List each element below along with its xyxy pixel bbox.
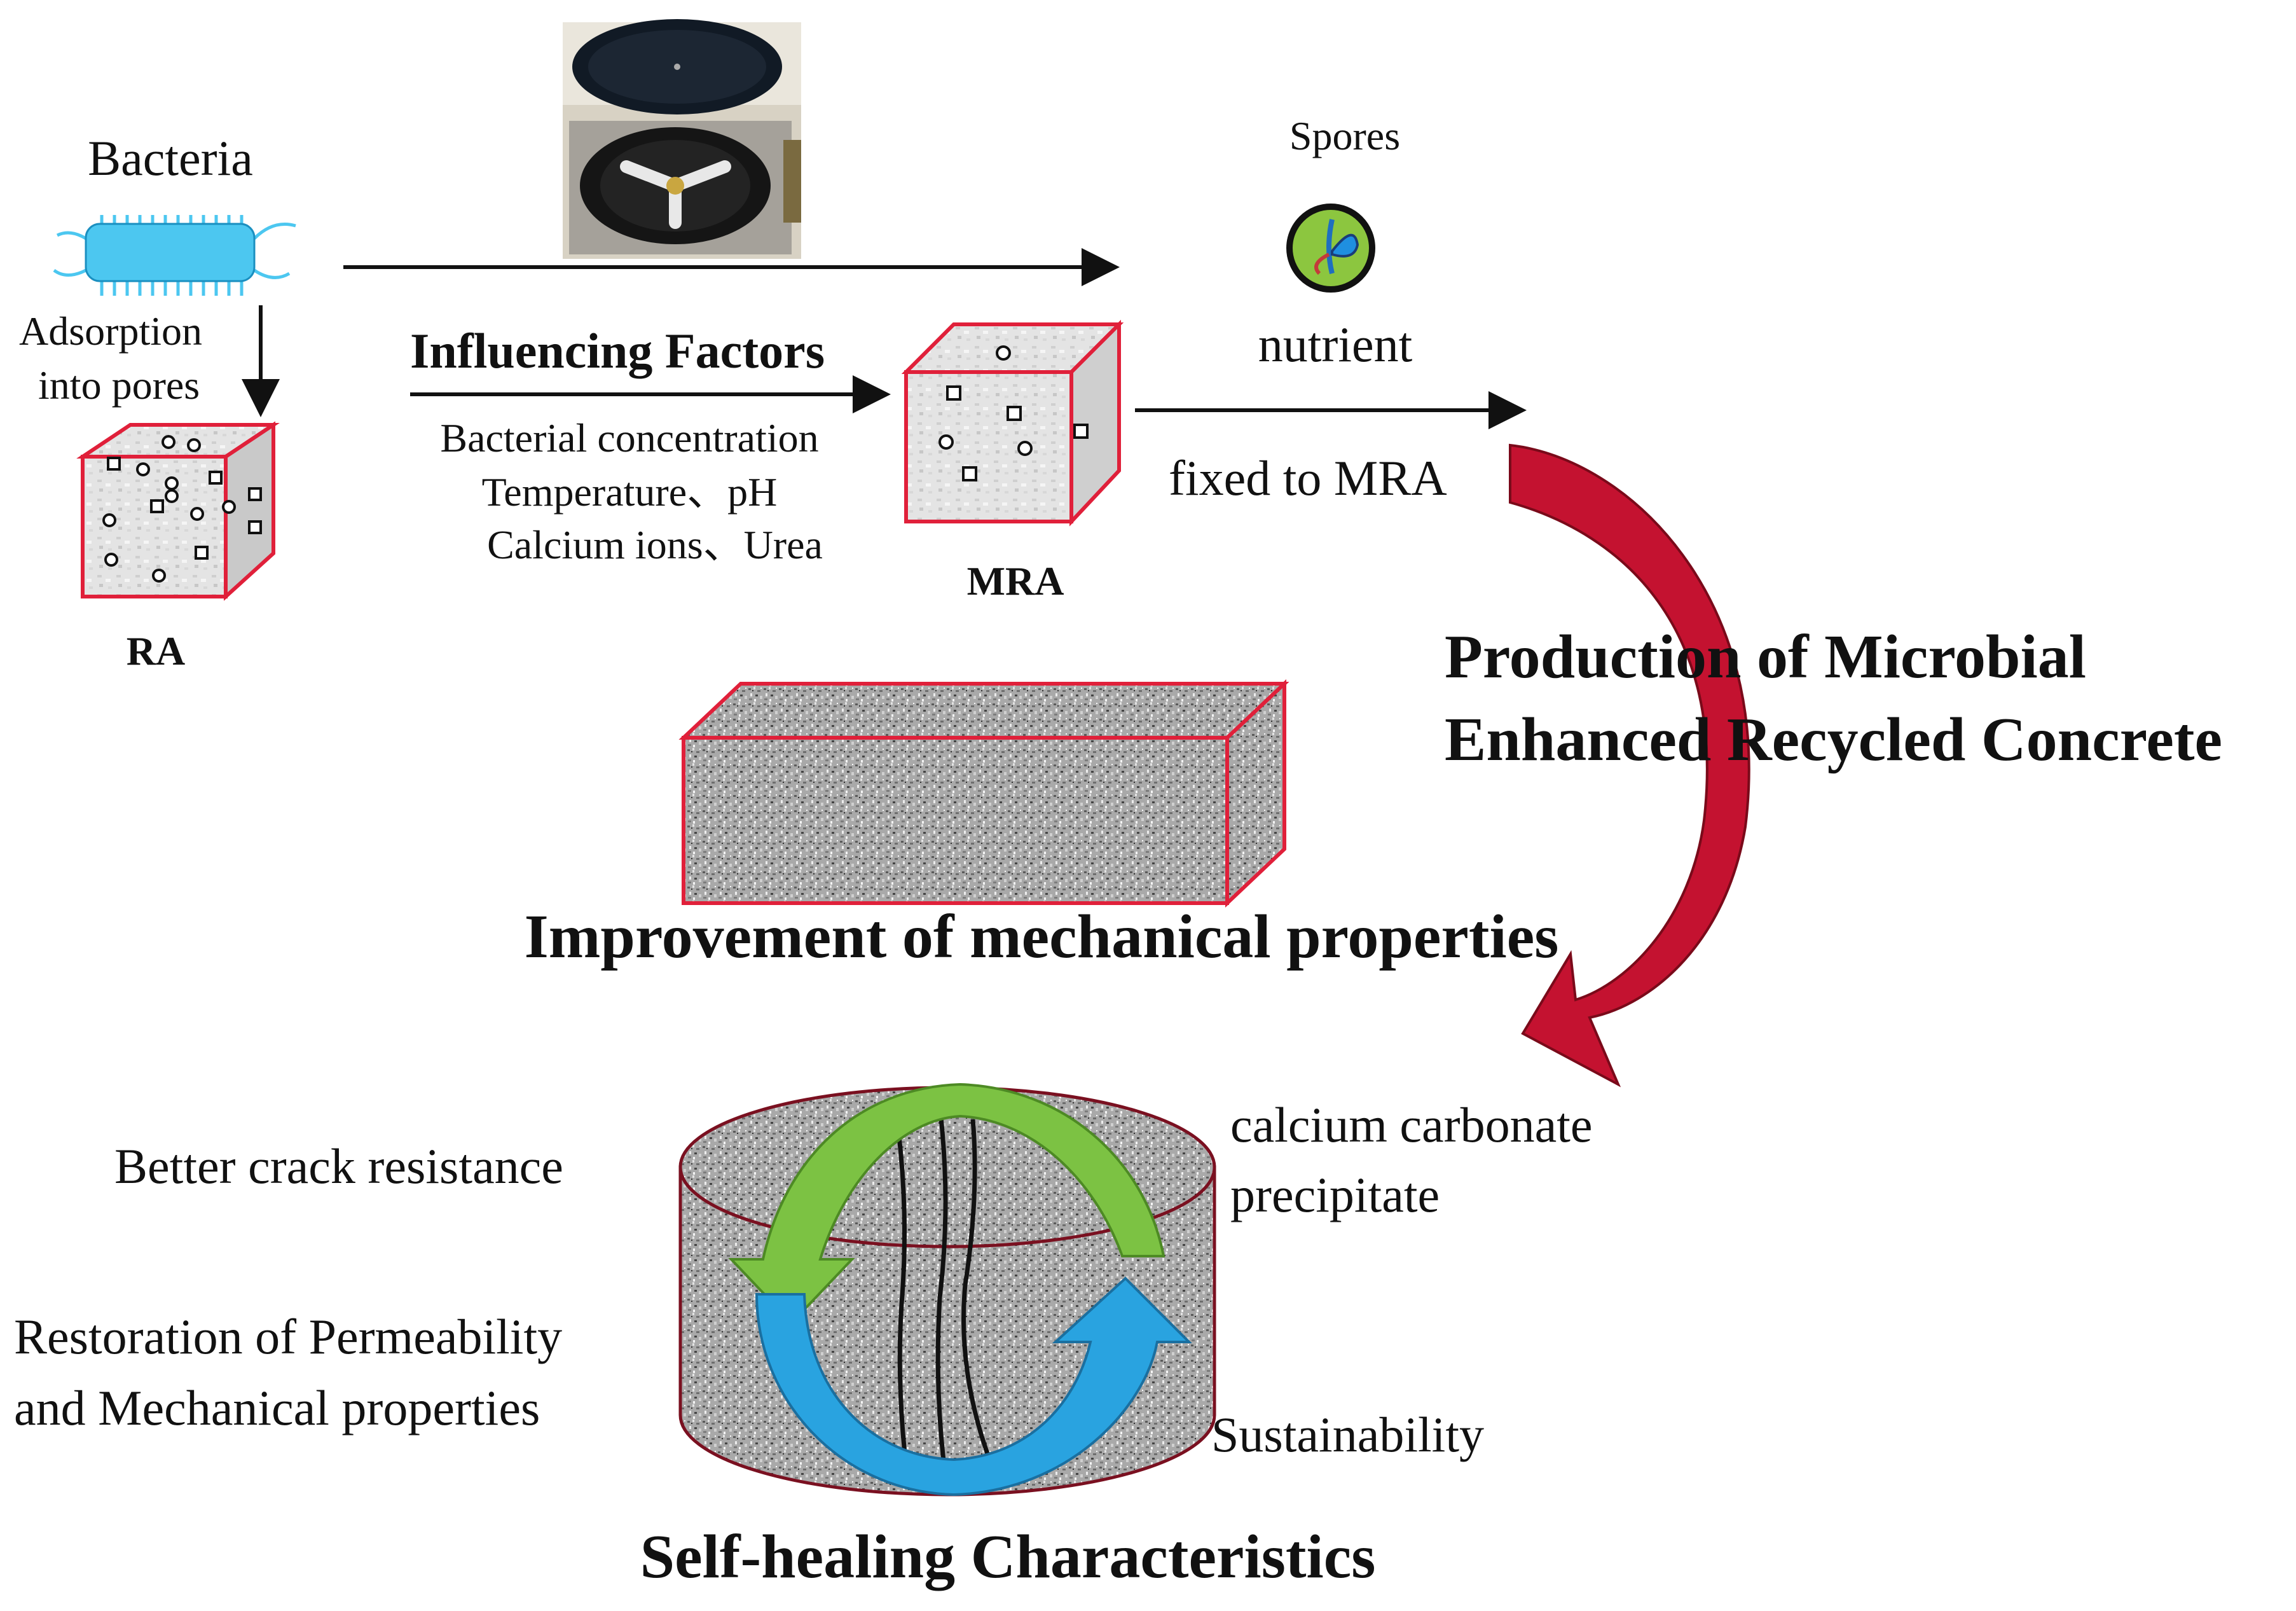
bacteria-icon <box>53 215 296 296</box>
adsorption-label-line2: into pores <box>38 363 200 408</box>
crack-resistance-label: Better crack resistance <box>114 1138 563 1194</box>
crack-lines <box>894 1116 994 1467</box>
sustainability-label: Sustainability <box>1211 1407 1484 1462</box>
restoration-label-line2: and Mechanical properties <box>14 1380 540 1435</box>
spores-label: Spores <box>1289 113 1400 158</box>
mra-cube <box>901 319 1124 527</box>
calcium-carbonate-label-line2: precipitate <box>1230 1167 1440 1222</box>
mra-label: MRA <box>967 558 1064 604</box>
nutrient-label: nutrient <box>1258 317 1413 372</box>
ra-cube <box>76 421 280 601</box>
bacteria-label: Bacteria <box>88 130 253 186</box>
factor-calcium-urea: Calcium ions、Urea <box>487 522 823 567</box>
factor-temperature-ph: Temperature、pH <box>482 469 778 515</box>
spore-icon <box>1286 204 1375 293</box>
production-label-line2: Enhanced Recycled Concrete <box>1445 705 2222 774</box>
influencing-factors-title: Influencing Factors <box>410 323 825 378</box>
calcium-carbonate-label-line1: calcium carbonate <box>1230 1097 1593 1152</box>
self-healing-label: Self-healing Characteristics <box>640 1523 1376 1591</box>
concrete-beam <box>678 679 1289 908</box>
ra-label: RA <box>127 628 185 674</box>
restoration-label-line1: Restoration of Permeability <box>14 1309 562 1364</box>
centrifuge-photo <box>563 19 801 259</box>
adsorption-label-line1: Adsorption <box>19 308 202 354</box>
production-arrow <box>1509 443 1750 1088</box>
green-cycle-arrow <box>728 1082 1165 1325</box>
production-label-line1: Production of Microbial <box>1445 623 2086 691</box>
improvement-label: Improvement of mechanical properties <box>525 902 1559 971</box>
fixed-to-mra-label: fixed to MRA <box>1169 450 1447 506</box>
blue-cycle-arrow <box>755 1276 1192 1497</box>
factor-bacterial-concentration: Bacterial concentration <box>440 415 818 460</box>
